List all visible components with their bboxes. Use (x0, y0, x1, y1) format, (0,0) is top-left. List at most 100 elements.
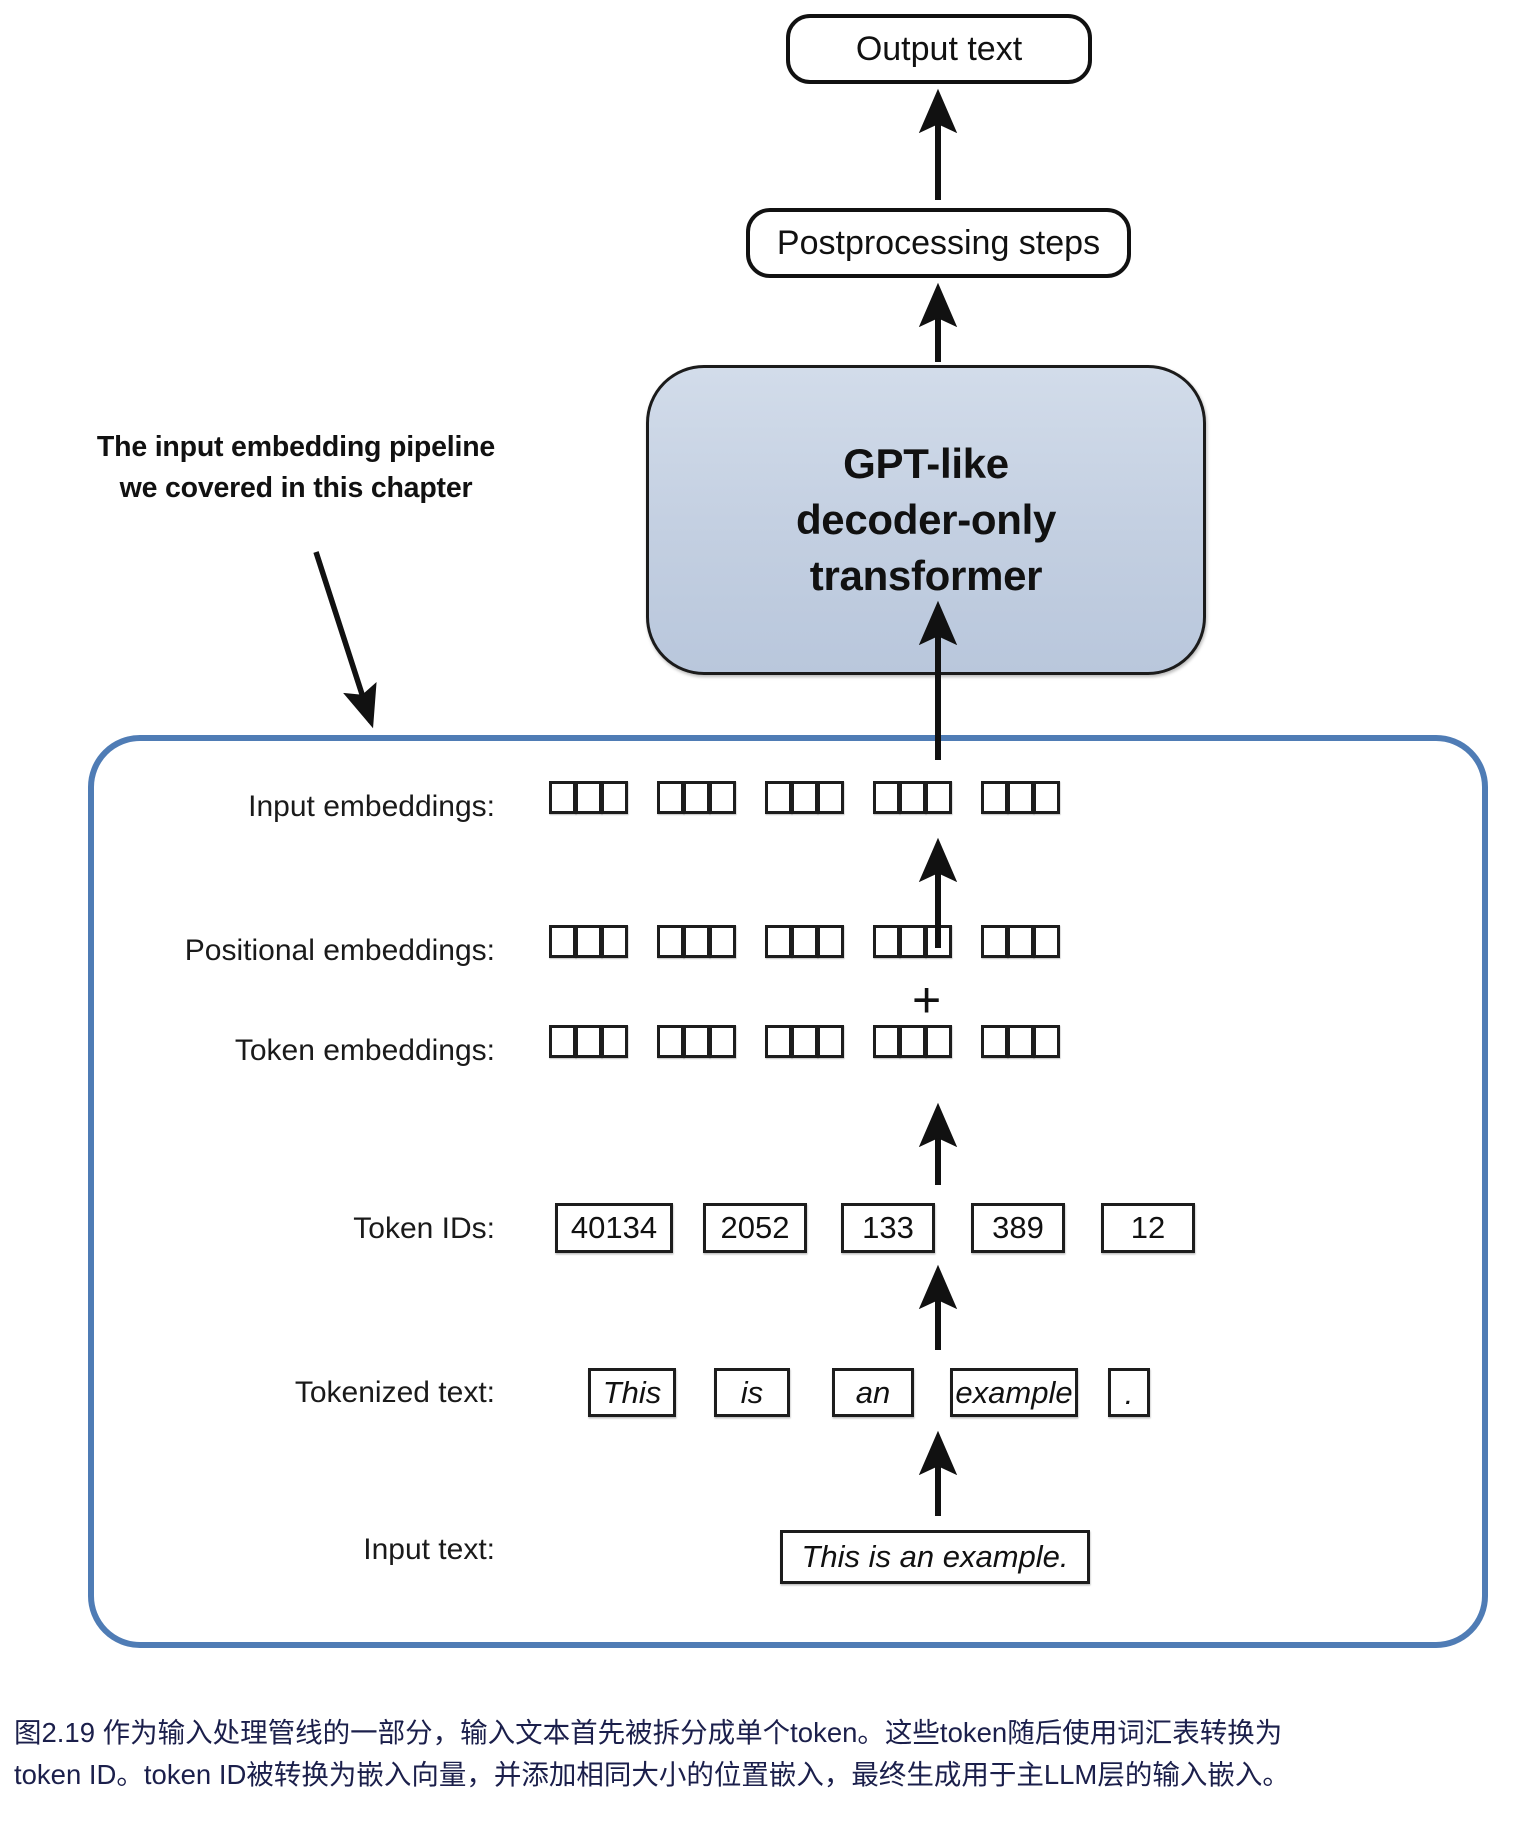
embedding-cell (709, 1025, 736, 1058)
annotation-line-2: we covered in this chapter (119, 472, 473, 505)
token-id-box: 389 (971, 1203, 1065, 1253)
figure-caption: 图2.19 作为输入处理管线的一部分，输入文本首先被拆分成单个token。这些t… (14, 1712, 1504, 1796)
embedding-cell (981, 781, 1008, 814)
positional-embeddings-cells (549, 925, 1060, 958)
postprocessing-steps-box: Postprocessing steps (746, 208, 1131, 278)
embedding-cell (765, 781, 792, 814)
embedding-cell (899, 925, 926, 958)
embedding-cell (791, 1025, 818, 1058)
embedding-cell (549, 925, 576, 958)
gpt-box-line-2: decoder-only (795, 495, 1057, 543)
embedding-cell (683, 781, 710, 814)
embedding-group (549, 1025, 628, 1058)
arrow-annotation-to-pipeline (313, 551, 377, 729)
embedding-group (873, 1025, 952, 1058)
gpt-box-line-3: transformer (809, 552, 1043, 600)
embedding-cell (817, 781, 844, 814)
embedding-group (657, 1025, 736, 1058)
embedding-cell (791, 781, 818, 814)
embedding-group (765, 781, 844, 814)
embedding-cell (1033, 781, 1060, 814)
embedding-cell (765, 1025, 792, 1058)
pipeline-annotation-text: The input embedding pipeline we covered … (76, 427, 516, 510)
embedding-cell (657, 925, 684, 958)
embedding-cell (873, 781, 900, 814)
embedding-cell (601, 1025, 628, 1058)
embedding-cell (873, 925, 900, 958)
embedding-group (873, 781, 952, 814)
embedding-cell (899, 1025, 926, 1058)
token-id-box: 2052 (703, 1203, 807, 1253)
embedding-cell (1007, 781, 1034, 814)
plus-sign: + (912, 972, 942, 1028)
row-label-tokenized-text: Tokenized text: (294, 1376, 495, 1409)
gpt-box-label: GPT-like decoder-only transformer (796, 436, 1056, 605)
gpt-decoder-transformer-box: GPT-like decoder-only transformer (646, 365, 1206, 675)
embedding-cell (899, 781, 926, 814)
tokenized-text-box: an (832, 1368, 914, 1417)
row-label-token-ids: Token IDs: (353, 1212, 495, 1245)
embedding-cell (575, 925, 602, 958)
input-embeddings-cells (549, 781, 1060, 814)
embedding-group (549, 781, 628, 814)
embedding-cell (601, 781, 628, 814)
embedding-cell (817, 1025, 844, 1058)
tokenized-text-box: example (950, 1368, 1078, 1417)
tokenized-text-box: . (1108, 1368, 1150, 1417)
embedding-cell (873, 1025, 900, 1058)
token-id-box: 40134 (555, 1203, 673, 1253)
embedding-cell (817, 925, 844, 958)
tokenized-text-box: This (588, 1368, 676, 1417)
embedding-group (981, 781, 1060, 814)
embedding-group (657, 925, 736, 958)
annotation-line-1: The input embedding pipeline (96, 431, 496, 463)
embedding-cell (549, 781, 576, 814)
embedding-cell (683, 1025, 710, 1058)
embedding-cell (925, 781, 952, 814)
embedding-cell (1033, 925, 1060, 958)
embedding-cell (1033, 1025, 1060, 1058)
embedding-cell (925, 1025, 952, 1058)
embedding-cell (765, 925, 792, 958)
output-text-box: Output text (786, 14, 1092, 84)
row-label-positional-embeddings: Positional embeddings: (184, 934, 495, 967)
embedding-cell (925, 925, 952, 958)
embedding-group (657, 781, 736, 814)
embedding-cell (683, 925, 710, 958)
row-label-input-text: Input text: (363, 1533, 495, 1566)
input-text-box: This is an example. (780, 1530, 1090, 1584)
embedding-cell (549, 1025, 576, 1058)
embedding-cell (657, 1025, 684, 1058)
embedding-group (873, 925, 952, 958)
embedding-cell (657, 781, 684, 814)
embedding-cell (575, 781, 602, 814)
embedding-cell (1007, 925, 1034, 958)
embedding-cell (981, 925, 1008, 958)
caption-line-2: token ID。token ID被转换为嵌入向量，并添加相同大小的位置嵌入，最… (14, 1758, 1290, 1790)
token-id-box: 12 (1101, 1203, 1195, 1253)
token-ids-row: 40134 2052 133 389 12 (555, 1203, 1195, 1253)
embedding-cell (791, 925, 818, 958)
output-text-label: Output text (855, 29, 1023, 68)
tokenized-text-box: is (714, 1368, 790, 1417)
embedding-cell (601, 925, 628, 958)
embedding-cell (981, 1025, 1008, 1058)
embedding-cell (1007, 1025, 1034, 1058)
caption-line-1: 图2.19 作为输入处理管线的一部分，输入文本首先被拆分成单个token。这些t… (14, 1717, 1283, 1748)
embedding-group (981, 925, 1060, 958)
gpt-box-line-1: GPT-like (843, 439, 1009, 487)
embedding-group (549, 925, 628, 958)
embedding-group (765, 1025, 844, 1058)
postprocessing-steps-label: Postprocessing steps (776, 223, 1101, 262)
row-label-input-embeddings: Input embeddings: (248, 790, 495, 823)
embedding-group (765, 925, 844, 958)
token-id-box: 133 (841, 1203, 935, 1253)
token-embeddings-cells (549, 1025, 1060, 1058)
embedding-cell (575, 1025, 602, 1058)
embedding-cell (709, 781, 736, 814)
embedding-cell (709, 925, 736, 958)
row-label-token-embeddings: Token embeddings: (234, 1034, 495, 1067)
embedding-group (981, 1025, 1060, 1058)
